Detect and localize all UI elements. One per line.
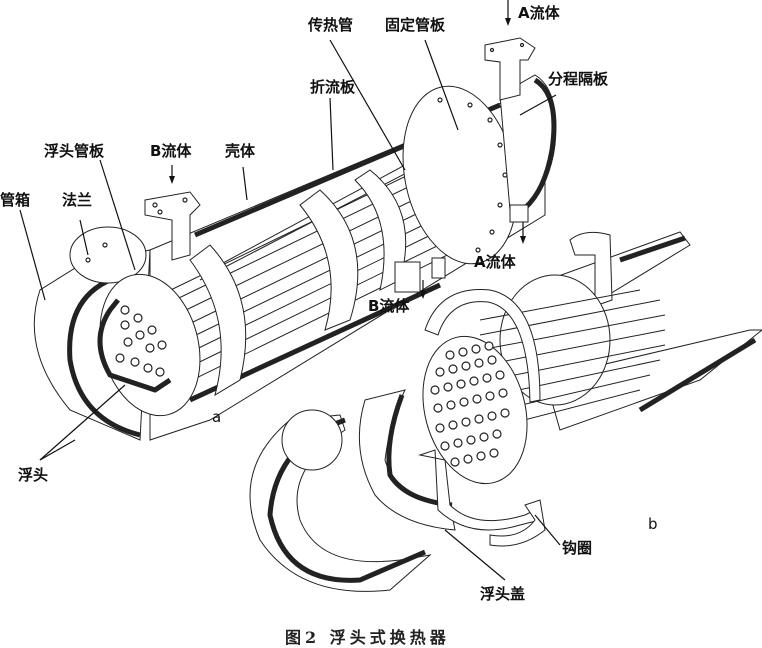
tube-hole	[435, 423, 445, 433]
tube-hole	[435, 367, 445, 377]
tube-hole	[458, 347, 468, 357]
label-shell: 壳体	[225, 142, 256, 160]
tube-hole	[474, 414, 484, 424]
tube-hole	[433, 403, 443, 413]
floating-head-cover-flange	[281, 409, 343, 471]
b-shell-edge-bot	[638, 337, 757, 413]
assembly-b	[249, 231, 762, 592]
label-fixed-tube-sheet: 固定管板	[385, 16, 446, 34]
arrow-a-out-icon	[520, 222, 526, 244]
baffle-1	[189, 244, 247, 397]
tube-hole	[476, 451, 486, 461]
tube-hole	[448, 420, 458, 430]
tube-hole	[487, 355, 497, 365]
leader-heat-transfer-tube	[329, 39, 406, 171]
label-fluid-b-out: B流体	[368, 297, 410, 315]
leader-baffle	[329, 97, 334, 171]
a-inlet-nozzle	[484, 37, 536, 101]
label-fluid-a-out: A流体	[474, 253, 516, 271]
label-flange: 法兰	[62, 191, 93, 209]
b-inlet-nozzle	[144, 191, 201, 261]
tube-hole	[456, 379, 466, 389]
leader-flange	[79, 219, 89, 256]
tube-hole	[459, 397, 469, 407]
leader-floating-head-2	[39, 439, 76, 461]
leader-fixed-tube-sheet	[424, 39, 459, 131]
leader-hook-ring	[534, 514, 561, 546]
b-tube-sheet-holes	[430, 341, 510, 467]
baffle-3	[354, 169, 407, 291]
label-floating-head-cover: 浮头盖	[480, 585, 526, 603]
tube-hole	[482, 373, 492, 383]
subfigure-label-b: b	[648, 515, 658, 533]
label-floating-tube-sheet: 浮头管板	[44, 142, 105, 160]
tube-hole	[474, 358, 484, 368]
tube-hole	[463, 454, 473, 464]
figure-caption: 图2 浮头式换热器	[285, 628, 450, 647]
tube-hole	[500, 408, 510, 418]
leader-shell	[242, 166, 248, 201]
hook-ring-lower-right	[489, 499, 546, 547]
arrow-b-in-icon	[169, 165, 175, 184]
tube-hole	[498, 388, 508, 398]
tube-hole	[445, 350, 455, 360]
a-outlet-nozzle	[509, 204, 529, 223]
tube-hole	[472, 394, 482, 404]
tube-hole	[453, 438, 463, 448]
label-floating-head: 浮头	[18, 466, 49, 484]
tube-hole	[487, 411, 497, 421]
label-heat-transfer-tube: 传热管	[308, 16, 354, 34]
leader-floating-tube-sheet	[99, 159, 136, 271]
tube-hole	[443, 382, 453, 392]
arrow-a-in-icon	[505, 0, 511, 26]
tube-hole	[489, 448, 499, 458]
tube-hole	[461, 417, 471, 427]
tube-hole	[446, 400, 456, 410]
tube-hole	[484, 341, 494, 351]
b-nozzle	[569, 231, 613, 307]
cover-ring-middle-edge	[386, 394, 453, 508]
b-hook-ring-upper	[424, 289, 541, 403]
assembly-a	[19, 0, 557, 461]
b-outlet-lug	[431, 257, 446, 279]
left-channel-wall	[67, 272, 141, 438]
tube-hole	[469, 376, 479, 386]
tube-hole	[430, 385, 440, 395]
subfigure-label-a: a	[212, 408, 222, 426]
tube-hole	[466, 435, 476, 445]
label-fluid-b-in: B流体	[150, 142, 192, 160]
leader-floating-head-1	[39, 384, 126, 461]
label-baffle: 折流板	[310, 78, 356, 96]
leader-floating-head-cover	[444, 529, 506, 581]
label-channel-box: 管箱	[0, 191, 31, 209]
tube-hole	[450, 457, 460, 467]
tube-hole	[492, 429, 502, 439]
fixed-flange-bolts	[437, 97, 508, 253]
tube-hole	[479, 432, 489, 442]
tube-hole	[461, 361, 471, 371]
label-hook-ring: 钩圈	[562, 539, 593, 557]
leader-channel-box	[19, 209, 46, 301]
arrow-b-out-icon	[420, 280, 426, 299]
leader-pass-partition	[519, 94, 557, 116]
label-pass-partition: 分程隔板	[548, 70, 609, 88]
b-shell-edge-top	[619, 235, 686, 263]
left-flange	[69, 226, 147, 284]
tube-hole	[448, 364, 458, 374]
tube-hole	[495, 370, 505, 380]
tube-hole	[485, 391, 495, 401]
tube-hole	[471, 344, 481, 354]
floating-head-cutout	[97, 298, 172, 393]
tube-hole	[440, 441, 450, 451]
b-outlet-nozzle	[394, 261, 421, 293]
right-channel-wall	[523, 77, 557, 210]
baffle-2	[299, 189, 359, 331]
label-fluid-a-in: A流体	[518, 4, 560, 22]
floating-tube-sheet-holes	[115, 305, 167, 377]
